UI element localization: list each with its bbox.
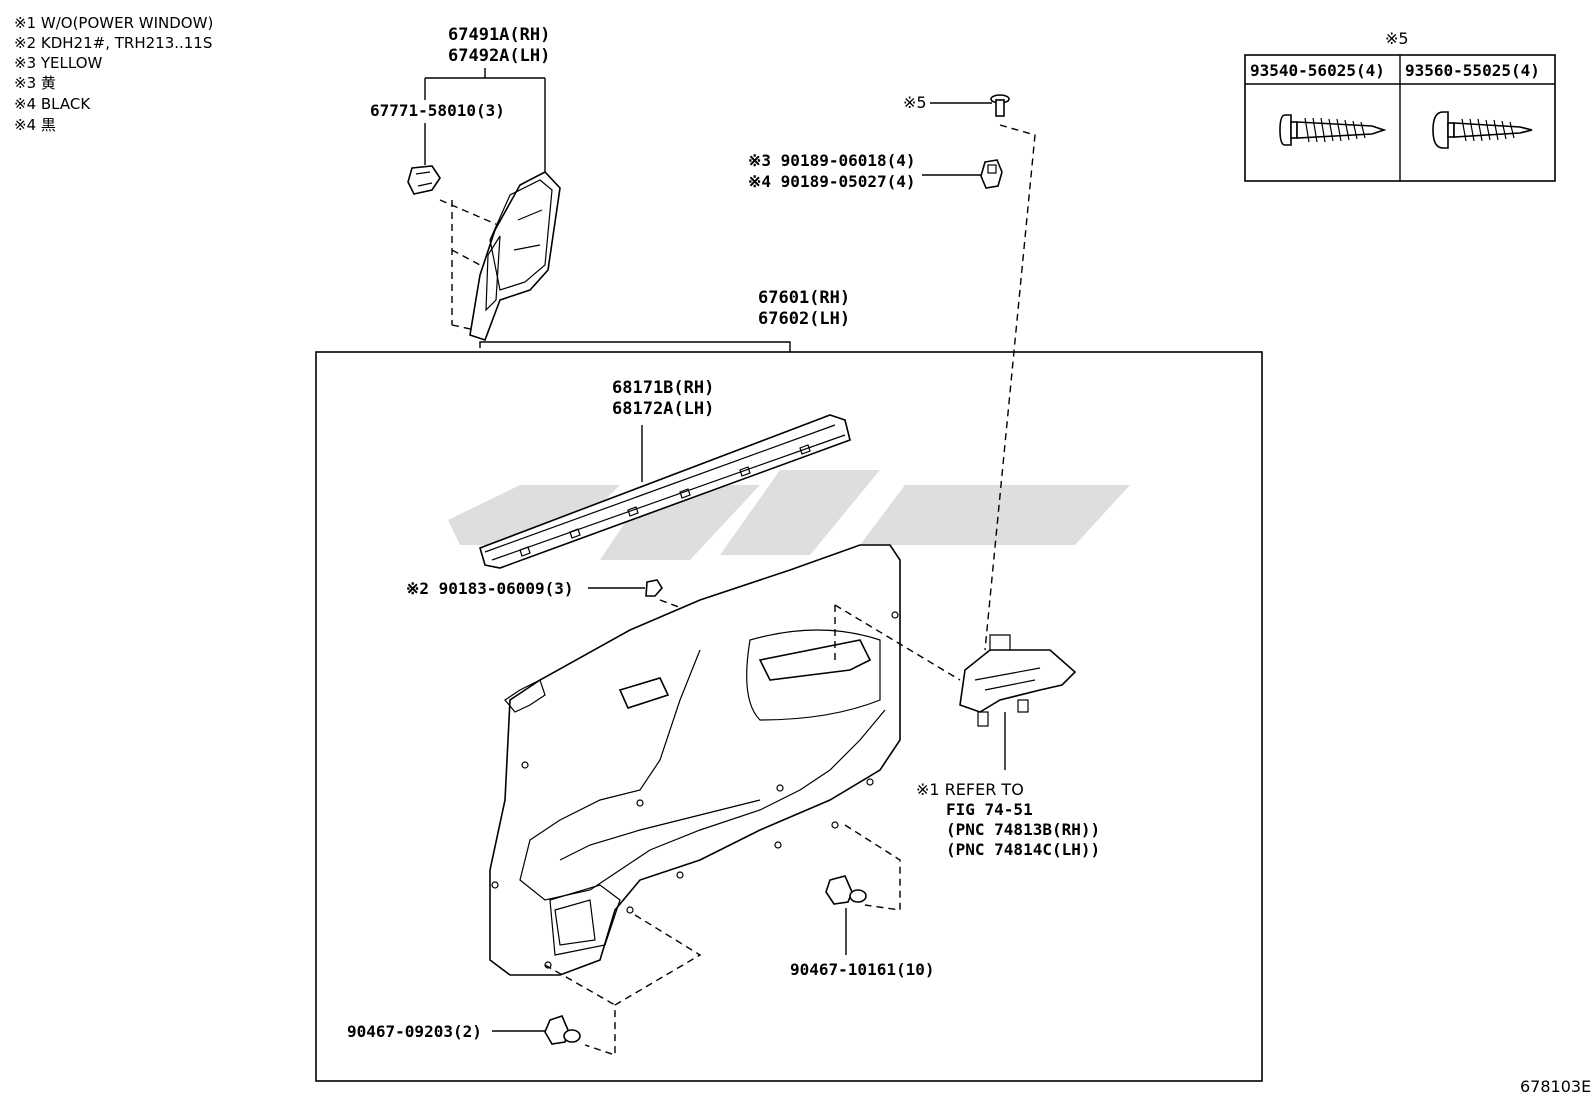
upper-trim-part	[469, 171, 561, 342]
lower-clip-part	[544, 1015, 581, 1045]
weatherstrip-part	[479, 414, 851, 569]
legend-line-3: ※3 YELLOW	[14, 54, 103, 72]
screw-table-col-2: 93560-55025(4)	[1405, 61, 1540, 80]
legend-line-5: ※4 BLACK	[14, 95, 91, 113]
panel-clip-part	[825, 875, 867, 905]
lower-clip-label: 90467-09203(2)	[347, 1022, 482, 1041]
door-trim-panel-part	[489, 544, 901, 976]
screw-table-col-1: 93540-56025(4)	[1250, 61, 1385, 80]
screw-part	[990, 94, 1010, 117]
screw-ref-label: ※5	[903, 93, 927, 112]
watermark-logo	[448, 470, 1130, 560]
refer-line-1: ※1 REFER TO	[916, 780, 1024, 799]
nut-black-label: ※4 90189-05027(4)	[748, 172, 916, 191]
upper-trim-lh-label: 67492A(LH)	[448, 46, 550, 66]
screw-table-title: ※5	[1385, 29, 1409, 48]
legend-line-2: ※2 KDH21#, TRH213..11S	[14, 34, 212, 52]
figure-number: 678103E	[1520, 1077, 1591, 1096]
screw-icon	[1279, 114, 1387, 146]
panel-assembly-frame	[315, 351, 1263, 1082]
screw-icon	[1432, 111, 1533, 149]
nut-yellow-label: ※3 90189-06018(4)	[748, 151, 916, 170]
refer-line-4: (PNC 74814C(LH))	[946, 840, 1100, 859]
panel-rh-label: 67601(RH)	[758, 288, 850, 308]
panel-lh-label: 67602(LH)	[758, 309, 850, 329]
kdh-clip-part	[645, 579, 663, 597]
refer-line-2: FIG 74-51	[946, 800, 1033, 819]
legend-line-4: ※3 黄	[14, 74, 56, 92]
panel-clip-label: 90467-10161(10)	[790, 960, 935, 979]
upper-clip-label: 67771-58010(3)	[370, 101, 505, 120]
inner-handle-part	[959, 634, 1077, 727]
kdh-clip-label: ※2 90183-06009(3)	[406, 579, 574, 598]
weatherstrip-lh-label: 68172A(LH)	[612, 399, 714, 419]
refer-line-3: (PNC 74813B(RH))	[946, 820, 1100, 839]
screw-table: ※5 93540-56025(4) 93560-55025(4)	[1244, 29, 1556, 182]
upper-clip-part	[407, 165, 441, 195]
legend: ※1 W/O(POWER WINDOW) ※2 KDH21#, TRH213..…	[14, 14, 213, 134]
weatherstrip-rh-label: 68171B(RH)	[612, 378, 714, 398]
legend-line-6: ※4 黒	[14, 116, 56, 134]
nut-part	[980, 159, 1003, 189]
upper-trim-rh-label: 67491A(RH)	[448, 25, 550, 45]
legend-line-1: ※1 W/O(POWER WINDOW)	[14, 14, 213, 32]
